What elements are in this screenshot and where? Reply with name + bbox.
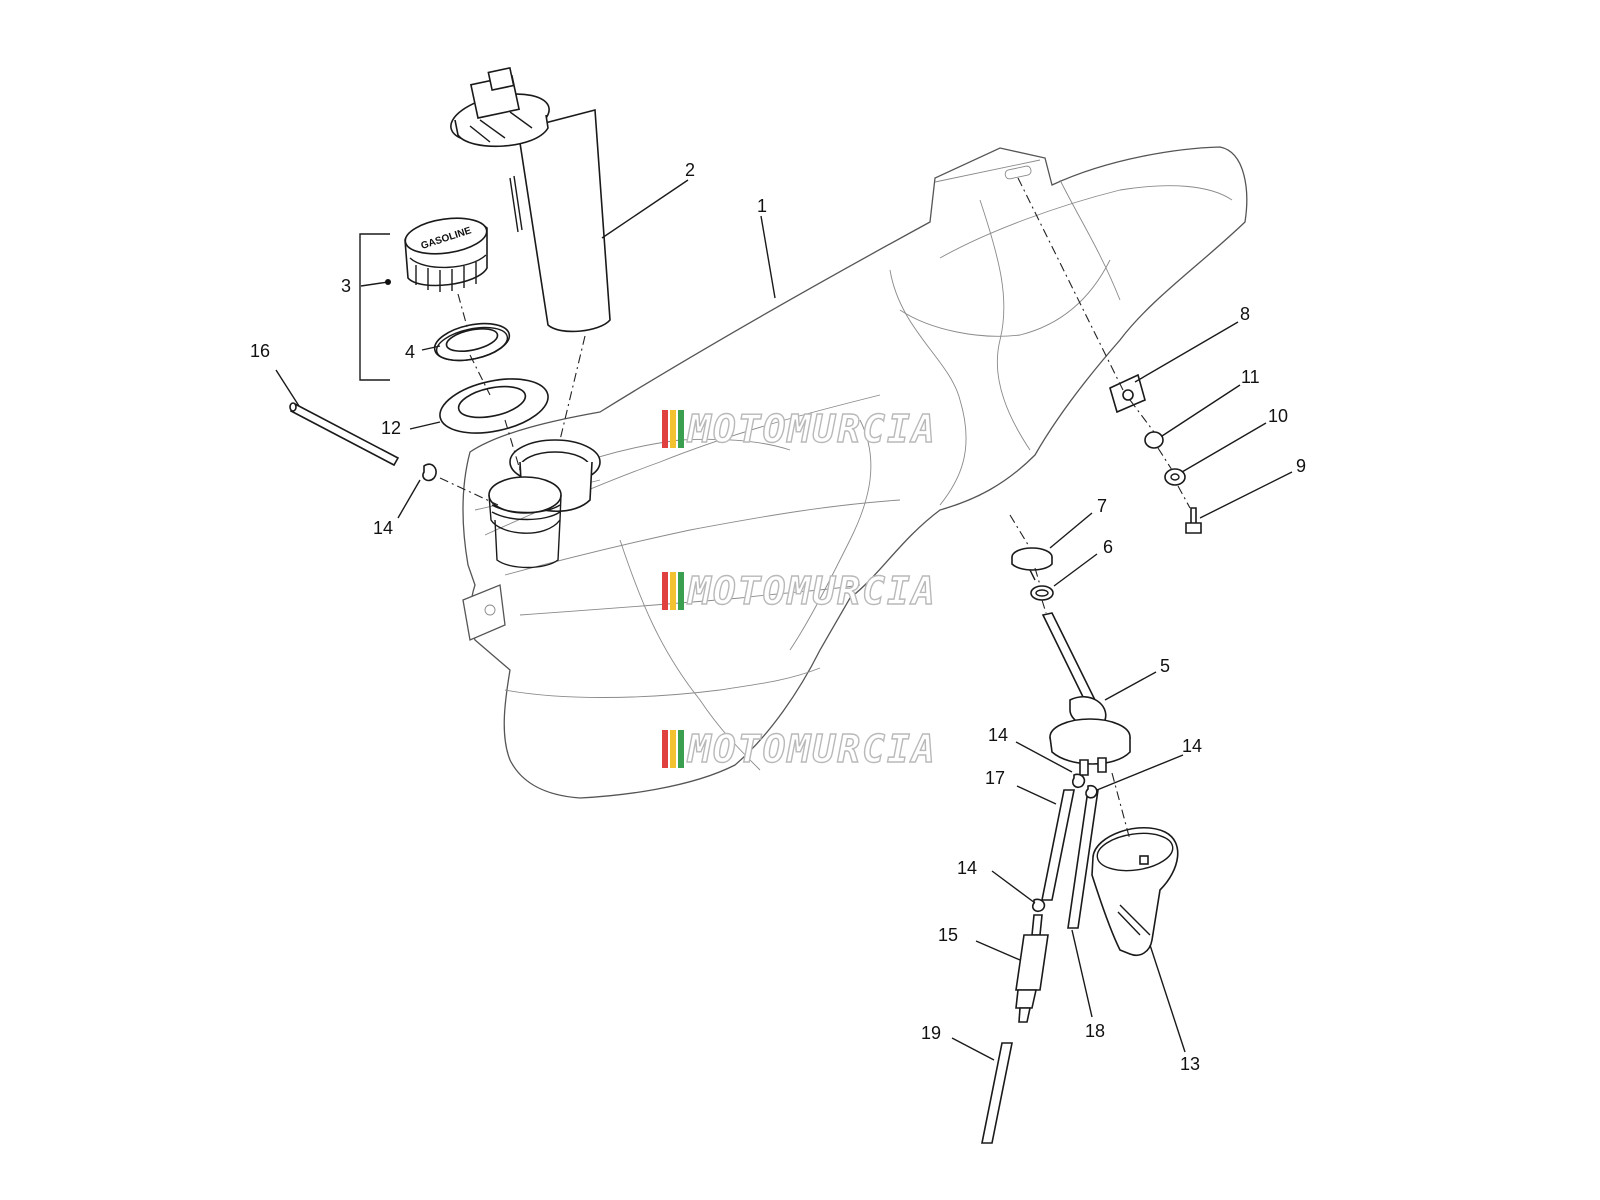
- fuel-hose-17-icon: [1041, 789, 1075, 901]
- callout-8: 8: [1240, 304, 1250, 324]
- callout-9: 9: [1296, 456, 1306, 476]
- pump-unit-icon: [1041, 612, 1131, 776]
- watermark-3: MOTOMURCIA: [662, 726, 937, 772]
- callout-1: 1: [757, 196, 767, 216]
- fuel-hose-19-icon: [981, 1042, 1013, 1144]
- callout-5: 5: [1160, 656, 1170, 676]
- callout-18: 18: [1085, 1021, 1105, 1041]
- hose-clamp-icon: [1011, 547, 1053, 581]
- leader-lines: [275, 179, 1293, 1061]
- rubber-grommet-icon: [1144, 431, 1164, 449]
- callout-14-breather: 14: [373, 518, 393, 538]
- bolt-icon: [1185, 507, 1202, 534]
- callout-4: 4: [405, 342, 415, 362]
- watermark-text-1: MOTOMURCIA: [686, 407, 937, 451]
- callout-19: 19: [921, 1023, 941, 1043]
- hose-clip-upper-right-icon: [1085, 784, 1098, 799]
- o-ring-icon: [1030, 585, 1054, 601]
- gasket-icon: [433, 322, 511, 362]
- fuel-pump-sender-icon: [450, 66, 611, 333]
- callout-16: 16: [250, 341, 270, 361]
- hose-clip-icon: [422, 463, 437, 482]
- callout-6: 6: [1103, 537, 1113, 557]
- callout-7: 7: [1097, 496, 1107, 516]
- watermark-2: MOTOMURCIA: [662, 568, 937, 614]
- callout-17: 17: [985, 768, 1005, 788]
- fuel-cap-icon: GASOLINE: [404, 217, 488, 292]
- callout-11: 11: [1241, 367, 1260, 387]
- callout-15: 15: [938, 925, 958, 945]
- washer-icon: [1164, 468, 1186, 486]
- callout-10: 10: [1268, 406, 1288, 426]
- callout-14-upper-right: 14: [1182, 736, 1202, 756]
- assembly-lines: [439, 177, 1191, 841]
- callout-3: 3: [341, 276, 351, 296]
- hose-clip-lower-icon: [1031, 898, 1046, 913]
- fuel-filter-icon: [1015, 914, 1049, 1023]
- callout-12: 12: [381, 418, 401, 438]
- callout-14-lower: 14: [957, 858, 977, 878]
- watermark-1: MOTOMURCIA: [662, 406, 937, 452]
- callout-13: 13: [1180, 1054, 1200, 1074]
- watermark-text-3: MOTOMURCIA: [686, 727, 937, 771]
- watermark-text-2: MOTOMURCIA: [686, 569, 937, 613]
- speed-nut-icon: [1109, 373, 1146, 414]
- hose-clip-upper-left-icon: [1071, 773, 1086, 789]
- seal-ring-icon: [439, 378, 549, 434]
- support-bracket-icon: [1091, 827, 1179, 956]
- breather-hose-icon: [289, 402, 400, 467]
- callouts: 1 2 3 4 5 6 7 8 9 10 11 12 13 14 14 14 1…: [250, 160, 1306, 1074]
- callout-2: 2: [685, 160, 695, 180]
- fuel-tank-icon: [462, 146, 1248, 799]
- callout-14-upper-left: 14: [988, 725, 1008, 745]
